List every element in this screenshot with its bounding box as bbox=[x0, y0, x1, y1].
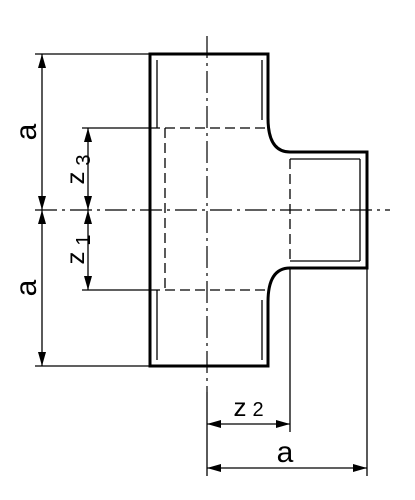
arrow-z2-left bbox=[207, 420, 221, 428]
label-z1: z 1 bbox=[60, 234, 95, 264]
label-z3: z 3 bbox=[60, 154, 95, 184]
label-z1-subscript: 1 bbox=[73, 234, 95, 245]
label-a-bottom: a bbox=[277, 436, 294, 469]
label-z3-main: z bbox=[60, 172, 90, 185]
arrow-z1-bottom bbox=[84, 276, 92, 290]
arrow-z1-top bbox=[84, 210, 92, 224]
label-z2-main: z bbox=[234, 392, 247, 422]
label-a-left-upper: a bbox=[10, 123, 43, 140]
arrow-a-bottom-right bbox=[353, 464, 367, 472]
arrowheads bbox=[38, 54, 367, 472]
arrow-z3-top bbox=[84, 128, 92, 142]
label-z2-subscript: 2 bbox=[252, 399, 263, 421]
label-z2: z 2 bbox=[234, 392, 264, 422]
label-a-left-lower: a bbox=[10, 279, 43, 296]
arrow-z2-right bbox=[276, 420, 290, 428]
arrow-a-upper-top bbox=[38, 54, 46, 68]
label-z1-main: z bbox=[60, 252, 90, 265]
arrow-a-lower-bottom bbox=[38, 352, 46, 366]
label-z3-subscript: 3 bbox=[73, 154, 95, 165]
arrow-a-upper-bottom bbox=[38, 196, 46, 210]
arrow-a-bottom-left bbox=[207, 464, 221, 472]
arrow-z3-bottom bbox=[84, 196, 92, 210]
arrow-a-lower-top bbox=[38, 210, 46, 224]
